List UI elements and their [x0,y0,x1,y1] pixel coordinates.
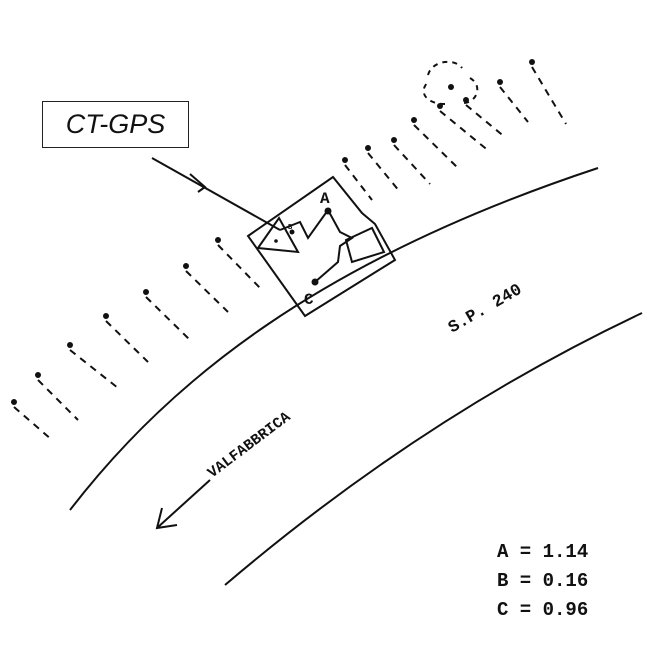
vine-row-line [393,144,431,185]
legend-value: 1.14 [542,541,589,563]
legend-key: A [497,541,509,563]
vine-row-line [344,164,373,201]
vine-row-line [499,86,529,123]
instrument-label-box: CT-GPS [42,101,189,148]
vine-row-line [465,104,507,139]
vine-dot [365,145,371,151]
vine-row-line [105,320,149,363]
instrument-label: CT-GPS [65,109,166,139]
vine-row-line [217,244,263,291]
point-b-marker [289,229,295,235]
legend-row-c: C = 0.96 [497,599,589,621]
vine-row-line [69,349,119,389]
vine-row-line [531,66,567,125]
inner-notch [344,226,386,264]
vine-row-line [13,406,53,441]
vine-dot [342,157,348,163]
vine-dot [183,263,189,269]
vine-row-line [367,152,401,193]
vine-row-line [185,270,229,313]
road-edge-lower [224,312,643,586]
legend-value: 0.16 [542,570,589,592]
vine-dot [143,289,149,295]
vine-dot [529,59,535,65]
vine-dot [11,399,17,405]
vine-row-line [413,124,461,171]
building-outline [246,175,397,318]
vine-dot [67,342,73,348]
point-b-label: B [288,224,293,232]
vine-dot [463,97,469,103]
vine-dot [411,117,417,123]
point-c-marker [311,278,319,286]
vine-dot [215,237,221,243]
road-edge-upper [69,167,599,511]
vineyard-rows [11,59,567,441]
vine-row-line [439,110,491,153]
road-label: S.P. 240 [446,281,526,338]
point-a-marker [324,207,332,215]
vine-dot [497,79,503,85]
measurement-legend: A = 1.14 B = 0.16 C = 0.96 [497,538,637,625]
measurement-path [279,208,354,283]
vine-dot [103,313,109,319]
legend-key: B [497,570,509,592]
gps-triangle-icon [256,216,300,254]
legend-value: 0.96 [542,599,589,621]
leader-arrow [151,157,281,231]
vine-dot [35,372,41,378]
direction-arrow [155,479,211,530]
legend-key: C [497,599,509,621]
legend-row-a: A = 1.14 [497,541,589,563]
vine-dot [391,137,397,143]
direction-label: VALFABBRICA [205,409,294,482]
legend-row-b: B = 0.16 [497,570,589,592]
tree-icon [422,60,479,105]
point-c-label: C [304,291,314,309]
vine-row-line [145,296,191,341]
vine-row-line [37,379,79,421]
vine-dot [437,103,443,109]
point-a-label: A [320,190,330,208]
gps-center-dot [274,239,278,243]
